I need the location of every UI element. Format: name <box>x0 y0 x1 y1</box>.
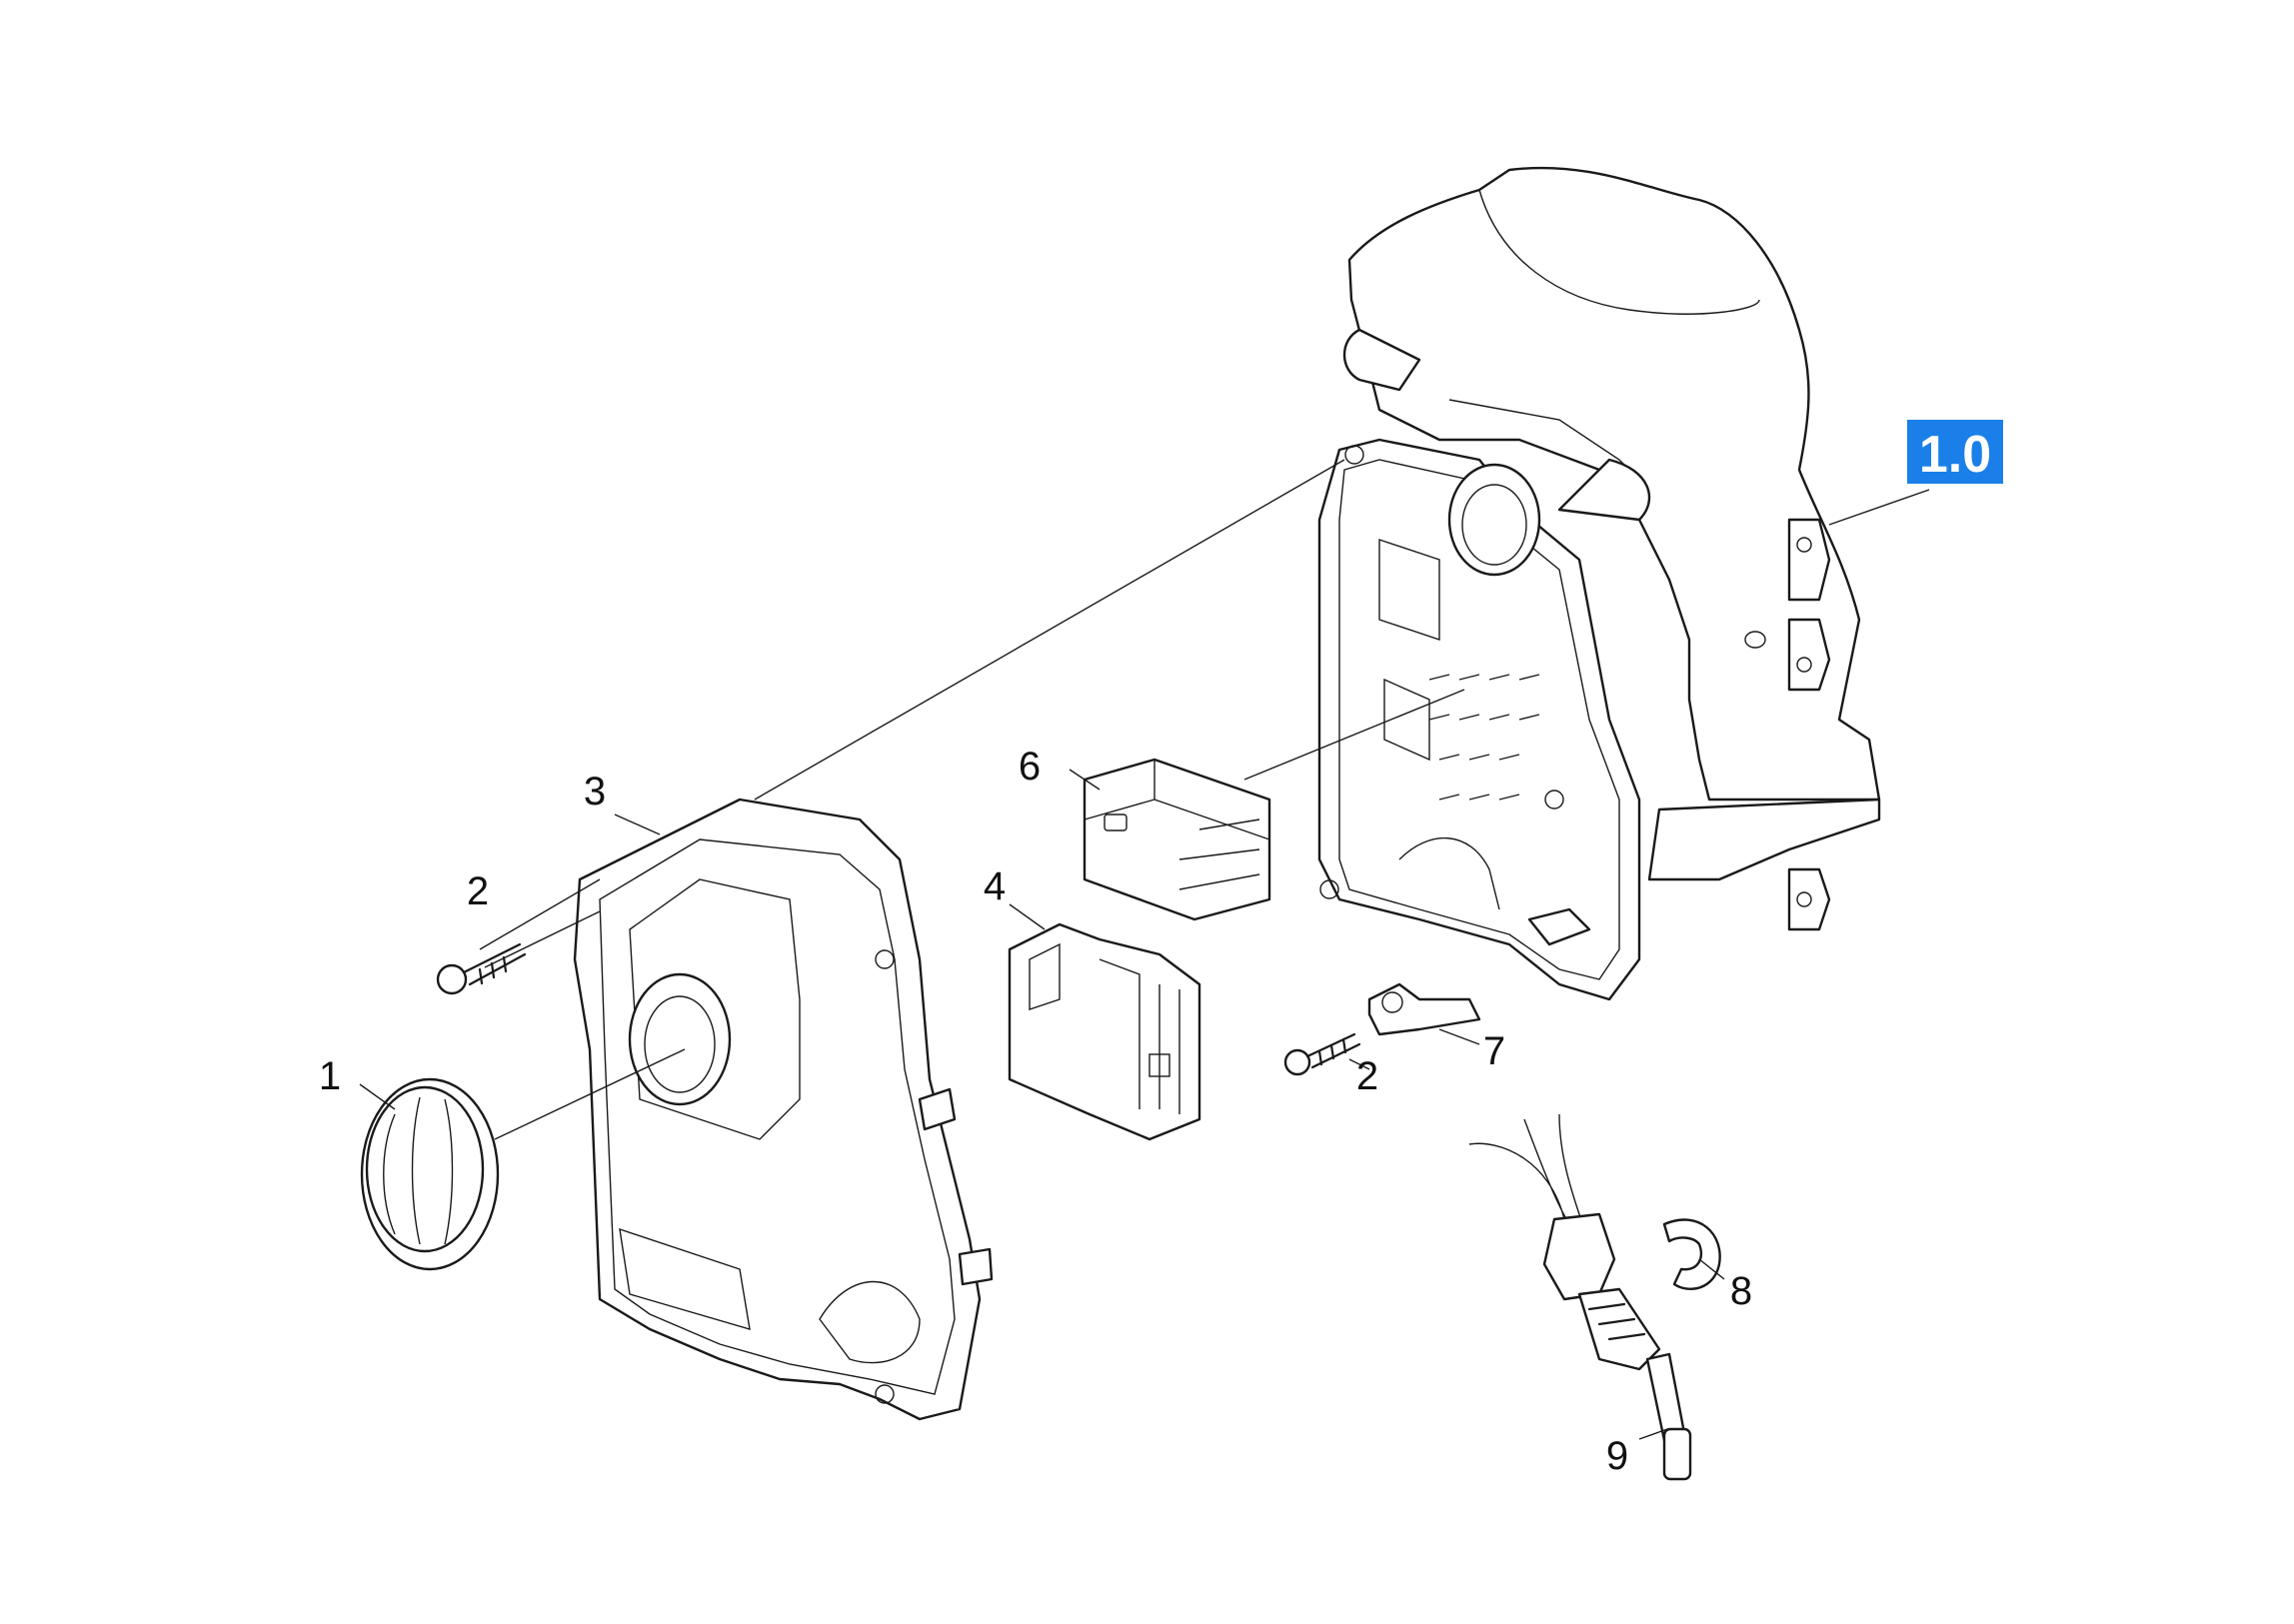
callout-7: 7 <box>1483 1029 1505 1073</box>
reference-badge-box <box>1907 420 2003 484</box>
relay <box>1083 758 1271 921</box>
screw-upper <box>436 942 527 995</box>
mounting-bracket <box>1367 982 1481 1036</box>
callout-3: 3 <box>584 770 606 813</box>
leader-lines <box>359 459 1930 1440</box>
callout-8: 8 <box>1730 1269 1752 1313</box>
callout-2-lower: 2 <box>1356 1054 1378 1098</box>
callout-4: 4 <box>984 864 1006 908</box>
front-cover <box>573 798 994 1421</box>
callout-2-upper: 2 <box>467 869 489 913</box>
callout-1: 1 <box>319 1054 341 1098</box>
screw-lower <box>1283 1032 1361 1076</box>
callout-6: 6 <box>1019 745 1041 789</box>
rear-housing <box>1342 166 1881 931</box>
reference-badge-text: 1.0 <box>1919 426 1991 484</box>
cable-clip <box>1662 1218 1721 1291</box>
rotary-knob <box>360 1077 500 1271</box>
callout-9: 9 <box>1606 1434 1628 1478</box>
contactor <box>1008 922 1201 1141</box>
control-box-frame <box>1317 438 1641 1001</box>
reference-badge[interactable]: 1.0 <box>1907 420 2003 484</box>
cable-gland <box>1468 1113 1692 1481</box>
slot-grid <box>1428 674 1540 801</box>
